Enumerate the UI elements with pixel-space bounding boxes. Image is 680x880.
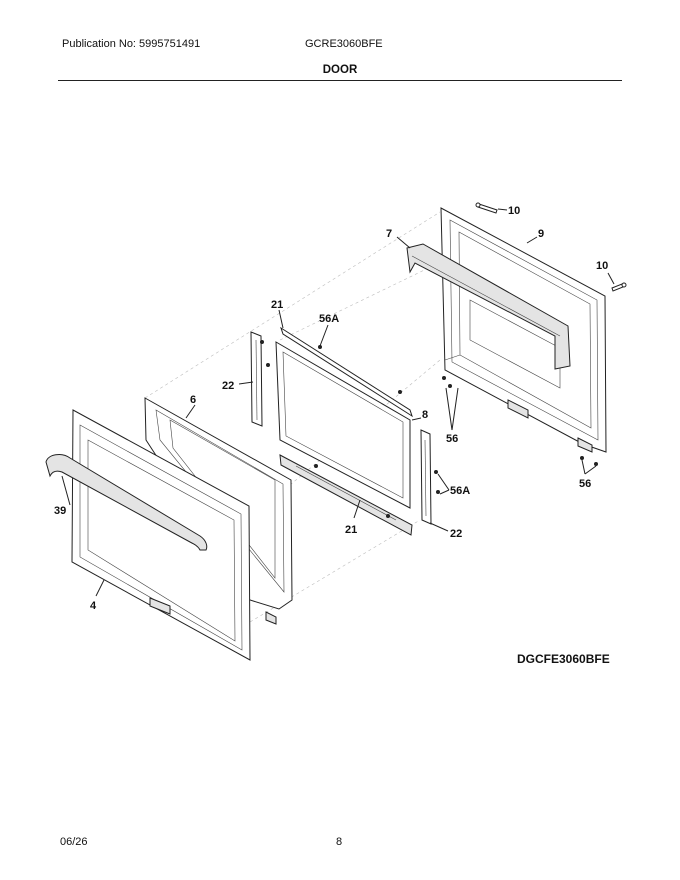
callout-21-top: 21 — [271, 299, 283, 311]
callout-4: 4 — [90, 600, 97, 612]
assembly-code: DGCFE3060BFE — [517, 652, 610, 666]
callout-10-right: 10 — [596, 260, 608, 272]
side-bracket-parts — [250, 331, 432, 525]
callout-10-top: 10 — [508, 205, 520, 217]
callout-56a-top: 56A — [319, 313, 339, 325]
callout-56a-bottom: 56A — [450, 485, 470, 497]
screw-parts — [475, 202, 627, 292]
model-number: GCRE3060BFE — [305, 38, 383, 50]
callout-56-right: 56 — [579, 478, 591, 490]
callout-6: 6 — [190, 394, 196, 406]
callout-39: 39 — [54, 505, 66, 517]
section-title: DOOR — [322, 64, 358, 76]
fastener-dots — [260, 340, 598, 518]
callout-21-bottom: 21 — [345, 524, 357, 536]
top-handle-trim — [406, 243, 571, 370]
page-number: 8 — [336, 836, 343, 848]
door-handle — [45, 454, 208, 551]
publication-number: Publication No: 5995751491 — [62, 38, 201, 50]
leader-lines — [61, 208, 615, 597]
callout-8: 8 — [422, 409, 428, 421]
glass-panel — [275, 326, 413, 509]
glass-channel-parts — [279, 454, 413, 536]
callout-22-left: 22 — [222, 380, 234, 392]
footer-date: 06/26 — [60, 836, 88, 848]
outer-door-panel — [71, 409, 251, 661]
callout-22-right: 22 — [450, 528, 462, 540]
callout-9: 9 — [538, 228, 544, 240]
callout-labels: 10 9 7 10 21 56A 22 6 8 56 56 56A 39 21 … — [54, 205, 608, 612]
alignment-guides — [144, 211, 446, 626]
header-rule — [58, 80, 622, 81]
callout-56-middle: 56 — [446, 433, 458, 445]
inner-door-panel — [440, 207, 607, 453]
callout-7: 7 — [386, 228, 392, 240]
